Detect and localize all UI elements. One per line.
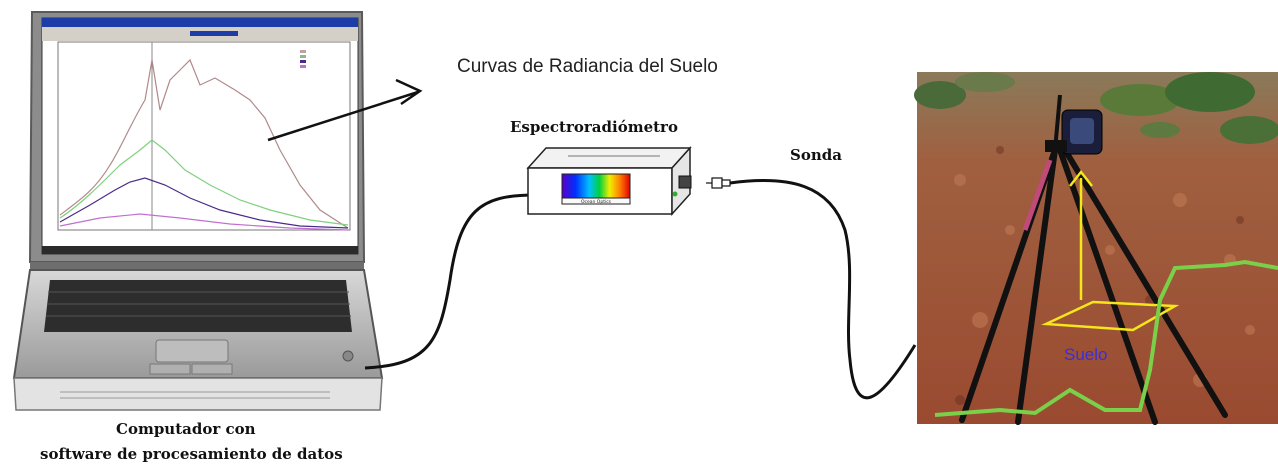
laptop xyxy=(12,11,384,411)
soil-label: Suelo xyxy=(1064,345,1108,364)
screen-taskbar xyxy=(42,246,358,254)
axes-marker xyxy=(1041,169,1180,332)
screen-curve-2 xyxy=(59,139,349,226)
software-label: software de procesamiento de datos xyxy=(40,445,343,463)
probe-connector xyxy=(706,177,731,189)
screen-curve-4 xyxy=(59,213,349,231)
screen-curve-1 xyxy=(59,58,349,229)
spectroradiometer-label: Espectroradiómetro xyxy=(510,118,678,136)
spectroradiometer-device: Ocean Optics xyxy=(526,146,692,216)
curves-arrow xyxy=(267,78,423,142)
screen-plot-frame xyxy=(57,41,351,231)
laptop-touchpad xyxy=(155,339,229,363)
screen-titlebar xyxy=(42,18,358,27)
screen-toolbar-progress xyxy=(190,31,238,36)
screen-curve-3 xyxy=(59,177,349,229)
soil-profile-line xyxy=(934,259,1278,417)
probe-label: Sonda xyxy=(790,146,842,164)
field-photo xyxy=(914,72,1278,425)
cable-laptop-device xyxy=(364,193,536,370)
curves-label: Curvas de Radiancia del Suelo xyxy=(457,56,718,77)
device-panel-text: Ocean Optics xyxy=(581,199,612,205)
computer-label: Computador con xyxy=(116,420,256,438)
laptop-keyboard xyxy=(44,280,352,332)
cable-probe xyxy=(729,179,917,400)
